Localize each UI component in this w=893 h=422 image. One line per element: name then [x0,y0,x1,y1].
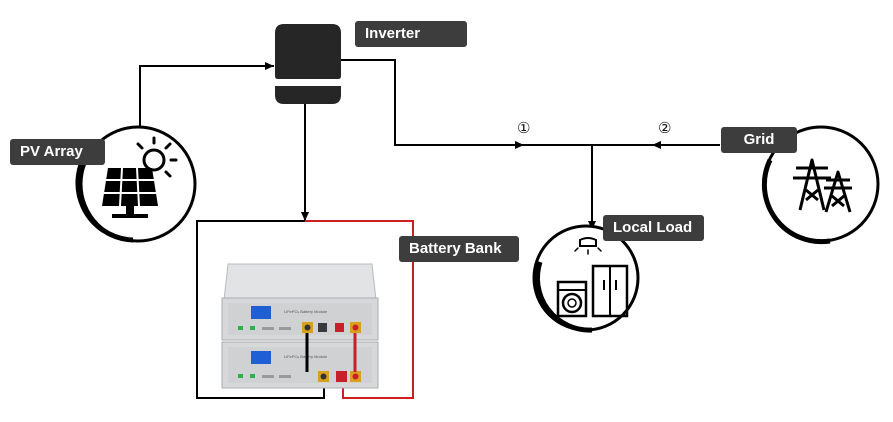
battery-rack-icon: LiFePO₄ Battery Module LiFePO₄ Battery M… [221,263,379,389]
pv-to-inverter-wire [139,62,274,128]
battery-module-label: LiFePO₄ Battery Module [284,309,328,314]
inverter-icon [275,24,341,104]
battery-module-upper: LiFePO₄ Battery Module [221,297,379,341]
battery-display [251,351,271,364]
washer-fridge-lamp-icon [532,224,640,333]
wiring [139,59,720,399]
battery-positive-wire [305,220,414,399]
battery-bank-label: Battery Bank [399,236,519,262]
grid-label: Grid [721,127,797,153]
inverter-label: Inverter [355,21,467,47]
battery-module-lower: LiFePO₄ Battery Module [221,341,379,389]
inverter-to-bus-wire [341,59,524,149]
marker-one: ① [517,119,531,137]
marker-two: ② [658,119,672,137]
local-load-label: Local Load [603,215,704,241]
battery-negative-wire [196,220,325,399]
transmission-tower-icon [761,125,880,245]
pv-array-label: PV Array [10,139,105,165]
battery-display [251,306,271,319]
